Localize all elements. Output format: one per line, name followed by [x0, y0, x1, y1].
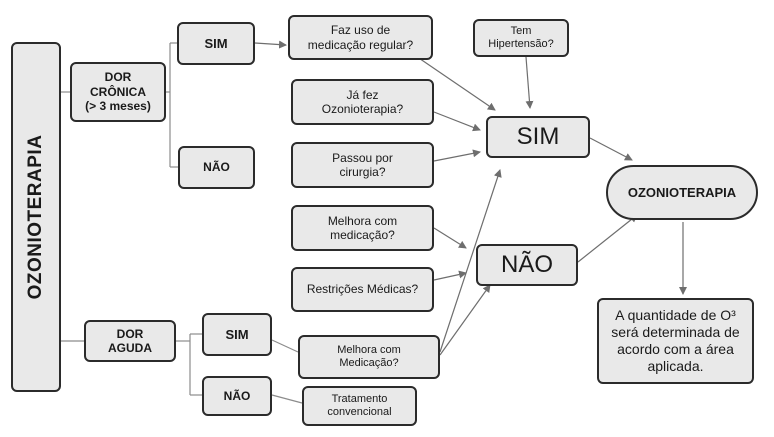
restricoes-medicas-box: Restrições Médicas? — [291, 267, 434, 312]
cirurgia-box: Passou por cirurgia? — [291, 142, 434, 188]
arrow-nao-ozonio — [577, 214, 638, 263]
arrow-melhoraaguda-sim — [439, 169, 502, 353]
arrow-cirurgia-sim — [433, 149, 481, 162]
ozonioterapia-main-label: OZONIOTERAPIA — [25, 134, 46, 300]
result-nao-box: NÃO — [476, 244, 578, 286]
melhora-medicacao-aguda-box: Melhora com Medicação? — [298, 335, 440, 379]
sim-cronica-box: SIM — [177, 22, 255, 65]
arrow-sim-ozonio — [589, 137, 633, 161]
ozonioterapia-main-box: OZONIOTERAPIA — [11, 42, 61, 392]
arrow-restricoes-nao — [433, 270, 467, 281]
arrow-hipertensao-sim — [525, 56, 534, 109]
nao-aguda-box: NÃO — [202, 376, 272, 416]
quantidade-box: A quantidade de O³ será determinada de a… — [597, 298, 754, 384]
melhora-medicacao-box: Melhora com medicação? — [291, 205, 434, 251]
arrow-melhoraaguda-nao — [439, 284, 491, 356]
arrow-jafez-sim — [433, 111, 481, 132]
tratamento-convencional-box: Tratamento convencional — [302, 386, 417, 426]
medicacao-regular-box: Faz uso de medicação regular? — [288, 15, 433, 60]
link-simaguda-melhora — [271, 339, 299, 353]
ozonioterapia-result-box: OZONIOTERAPIA — [606, 165, 758, 220]
dor-aguda-box: DOR AGUDA — [84, 320, 176, 362]
arrow-simcronica-medicacao — [254, 40, 287, 49]
arrow-medicacao-sim — [409, 51, 496, 111]
sim-aguda-box: SIM — [202, 313, 272, 356]
link-naoaguda-tratamento — [271, 394, 303, 404]
dor-cronica-box: DOR CRÔNICA (> 3 meses) — [70, 62, 166, 122]
arrow-melhora-nao — [433, 227, 467, 249]
ja-fez-ozonioterapia-box: Já fez Ozonioterapia? — [291, 79, 434, 125]
hipertensao-box: Tem Hipertensão? — [473, 19, 569, 57]
result-sim-box: SIM — [486, 116, 590, 158]
nao-cronica-box: NÃO — [178, 146, 255, 189]
